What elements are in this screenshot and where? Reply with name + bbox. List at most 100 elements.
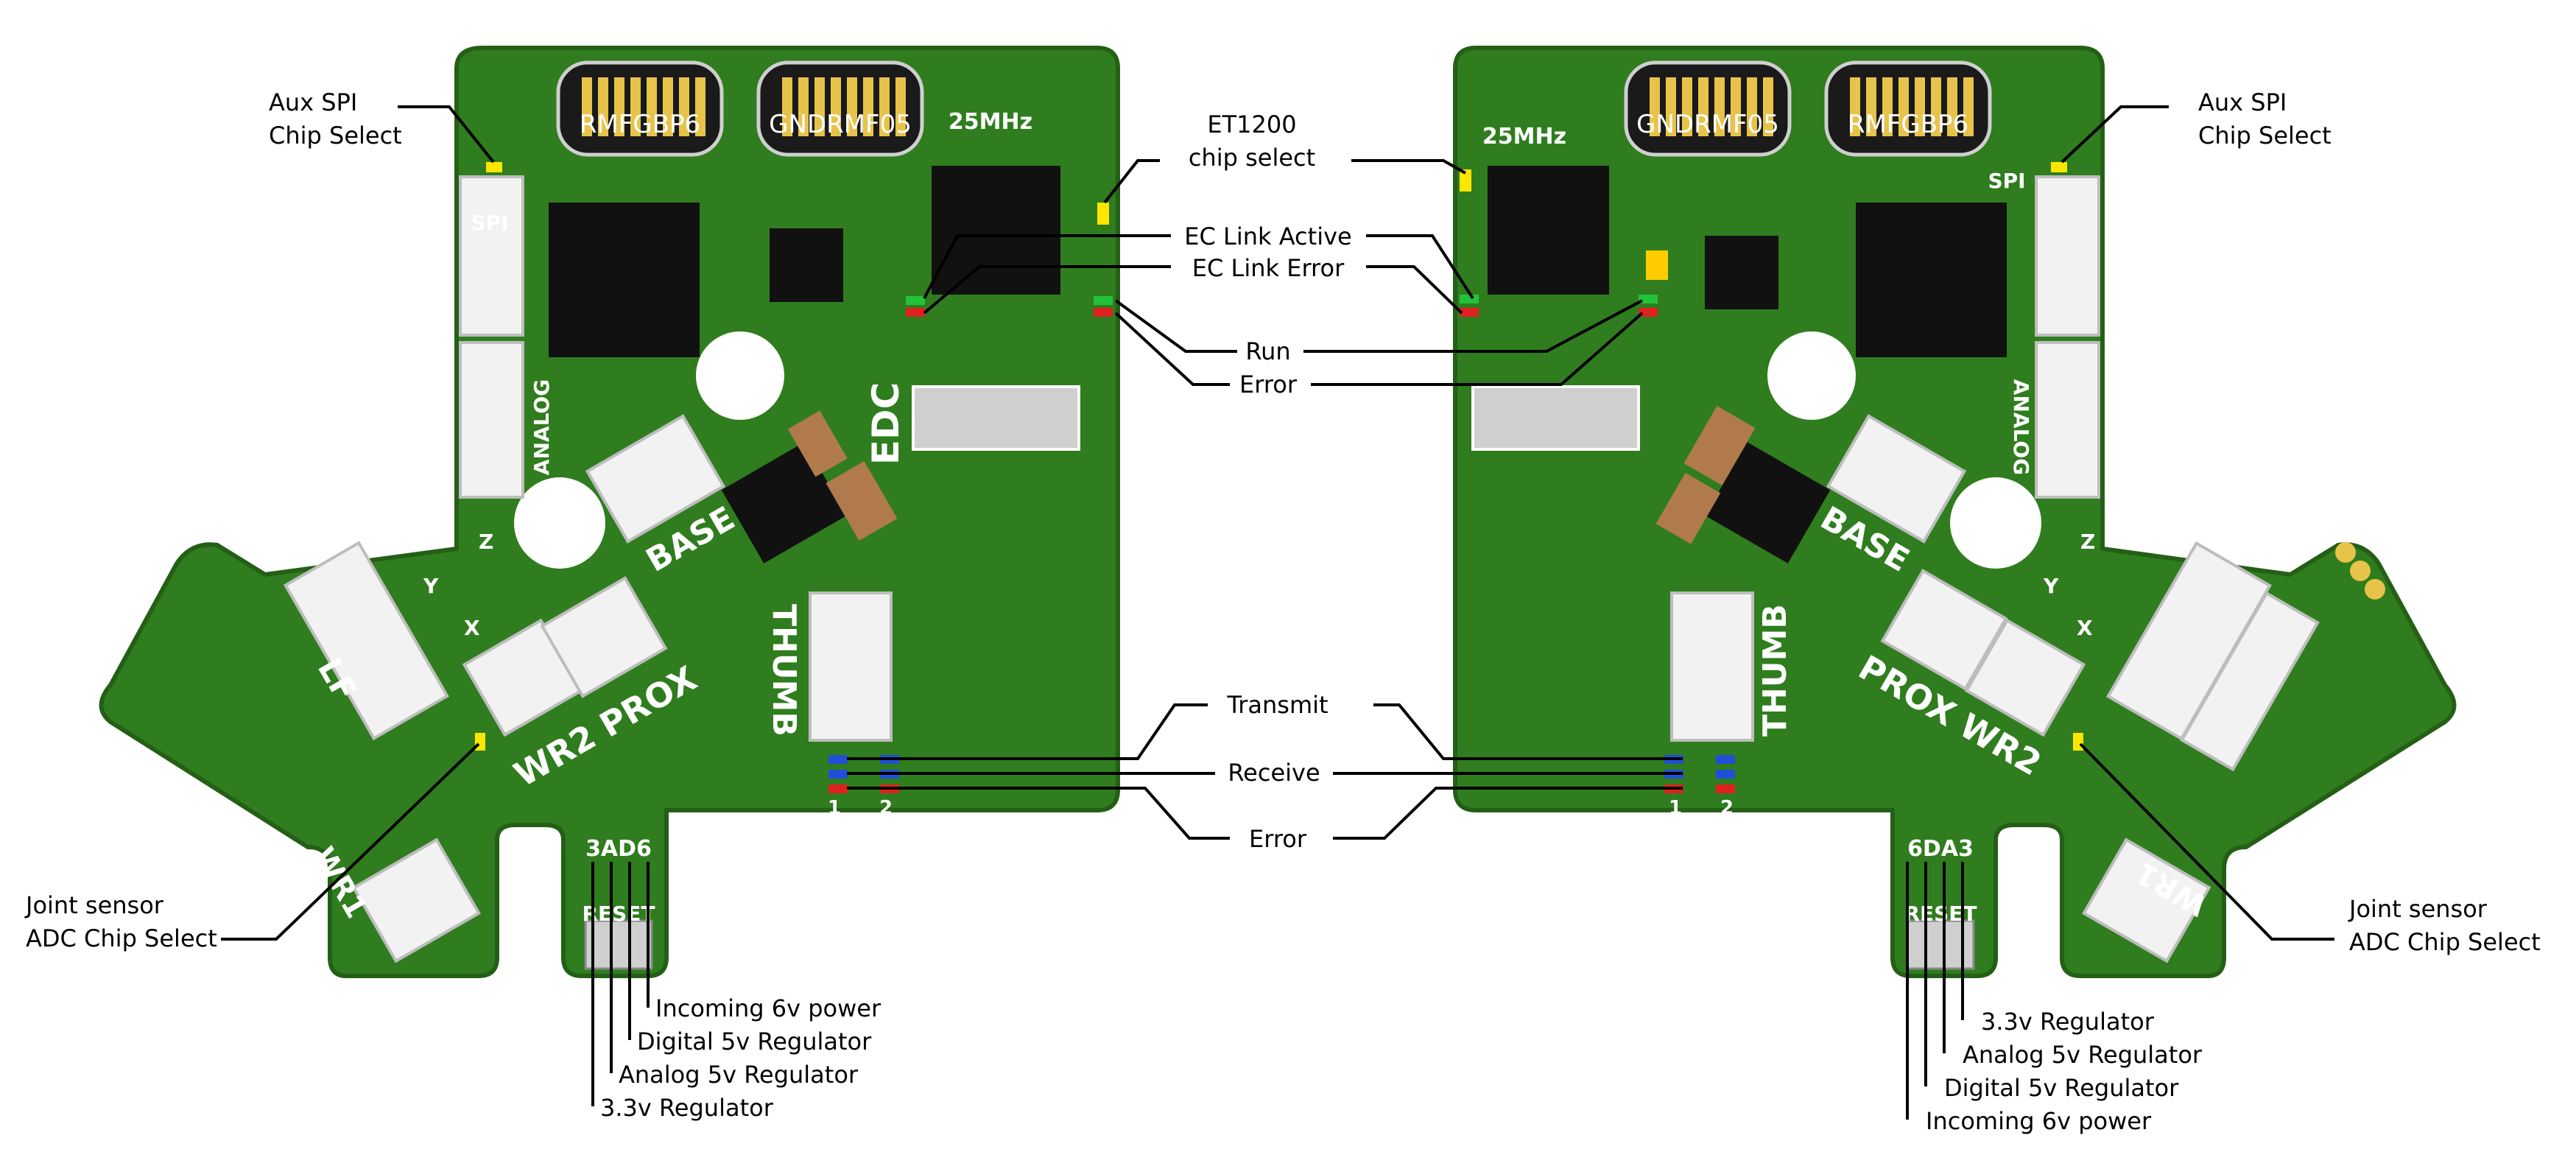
right-silk-reset: RESET <box>1904 902 1977 926</box>
right-axis-z: Z <box>2080 530 2095 554</box>
base-connector <box>585 414 726 544</box>
label-et1200-1: ET1200 <box>1207 110 1296 138</box>
label-run: Run <box>1245 337 1290 365</box>
lf-connector-2 <box>2180 591 2320 772</box>
callout-lines <box>221 105 2334 1120</box>
label-d5v-right: Digital 5v Regulator <box>1944 1074 2179 1102</box>
label-aux-spi-left-2: Chip Select <box>269 122 402 150</box>
led-error <box>1094 308 1113 317</box>
led-receive-2 <box>1716 770 1735 779</box>
thumb-connector <box>1670 591 1754 742</box>
line-error-top <box>1114 312 1230 386</box>
led-joint <box>2073 733 2083 751</box>
reset-button <box>584 919 653 970</box>
right-board: GNDRMF05 RMFGBP6 SPI ANALOG BASE THUMB P… <box>1453 46 2457 978</box>
wr1-connector <box>2081 837 2211 963</box>
line-run <box>1114 299 1237 353</box>
capacitor <box>826 461 898 541</box>
left-silk-thumb: THUMB <box>765 604 803 737</box>
led-run <box>1094 296 1113 305</box>
line-joint-right <box>2079 742 2334 941</box>
analog-connector <box>2035 341 2100 499</box>
capacitor <box>1655 472 1721 544</box>
label-6v-right: Incoming 6v power <box>1926 1107 2152 1135</box>
led-ec-active <box>1460 295 1479 303</box>
prox-connector <box>540 576 668 698</box>
mounting-hole <box>514 477 605 569</box>
label-joint-left-1: Joint sensor <box>24 891 164 919</box>
led-error <box>1639 308 1658 317</box>
right-silk-header: 6DA3 <box>1907 836 1974 862</box>
microcontroller-chip <box>549 203 700 357</box>
label-a5v-right: Analog 5v Regulator <box>1963 1041 2203 1069</box>
label-ec-active: EC Link Active <box>1184 222 1351 250</box>
line-ec-error <box>923 265 1171 315</box>
line-aux-spi-left <box>398 105 495 164</box>
left-silk-freq: 25MHz <box>949 109 1032 135</box>
led-ec-active <box>906 296 925 305</box>
mounting-hole <box>696 331 784 420</box>
gold-pad <box>2350 561 2371 581</box>
left-silk-analog: ANALOG <box>529 379 554 475</box>
line-transmit-right <box>1373 703 1683 760</box>
line-ec-error-right <box>1366 265 1463 315</box>
right-silk-spi: SPI <box>1988 169 2025 193</box>
line-et1200 <box>1103 159 1160 204</box>
ethercat-chip <box>932 166 1060 295</box>
led-error-2 <box>1716 784 1735 793</box>
capacitor <box>1683 406 1756 485</box>
mounting-hole <box>1950 477 2041 569</box>
led-et1200 <box>1460 169 1471 192</box>
left-fpc1-label: RMFGBP6 <box>580 110 700 139</box>
thumb-connector <box>809 591 893 742</box>
board-connector <box>1471 385 1640 451</box>
gold-pad <box>2365 579 2385 600</box>
left-silk-header: 3AD6 <box>585 836 652 862</box>
left-num-2: 2 <box>879 797 893 819</box>
line-joint-left <box>221 742 480 941</box>
label-joint-right-2: ADC Chip Select <box>2349 928 2541 956</box>
line-ec-active-right <box>1366 234 1474 300</box>
left-board: RMFGBP6 GNDRMF05 SPI ANALOG BASE THUMB E… <box>99 46 1120 978</box>
label-ec-error: EC Link Error <box>1192 254 1345 282</box>
right-silk-analog: ANALOG <box>2009 379 2033 475</box>
led-run <box>1639 295 1658 303</box>
label-a5v-left: Analog 5v Regulator <box>619 1061 859 1089</box>
left-axis-y: Y <box>423 574 439 598</box>
line-error-bottom <box>847 787 1230 840</box>
line-error-bottom-right <box>1333 787 1683 840</box>
right-silk-freq: 25MHz <box>1482 124 1566 150</box>
right-fpc2-label: RMFGBP6 <box>1848 110 1968 139</box>
label-et1200-2: chip select <box>1189 144 1315 172</box>
wr2-connector <box>1964 618 2086 737</box>
spi-connector <box>459 175 524 337</box>
led-error-1 <box>828 784 848 793</box>
small-chip <box>770 228 843 302</box>
ethercat-chip <box>1488 166 1609 295</box>
fpc-pins <box>582 77 906 136</box>
line-et1200-right <box>1351 159 1466 175</box>
label-aux-spi-right-2: Chip Select <box>2198 122 2332 150</box>
wr1-connector <box>351 837 482 963</box>
label-aux-spi-left-1: Aux SPI <box>269 88 357 116</box>
right-num-2: 2 <box>1720 797 1734 819</box>
left-silk-edc: EDC <box>865 382 907 465</box>
left-num-1: 1 <box>828 797 841 819</box>
right-axis-y: Y <box>2043 574 2059 598</box>
led-transmit-2 <box>1716 755 1735 764</box>
label-aux-spi-right-1: Aux SPI <box>2198 88 2287 116</box>
label-d5v-left: Digital 5v Regulator <box>637 1028 872 1056</box>
led-aux-spi <box>486 162 502 172</box>
label-transmit: Transmit <box>1226 691 1328 719</box>
board-connector <box>912 385 1080 451</box>
capacitor <box>1646 250 1668 280</box>
line-run-right <box>1303 299 1643 353</box>
left-axis-z: Z <box>479 530 493 554</box>
line-error-top-right <box>1311 312 1644 386</box>
right-fpc1-label: GNDRMF05 <box>1636 110 1779 139</box>
callout-labels: Aux SPI Chip Select ET1200 chip select E… <box>24 88 2541 1135</box>
right-silk-thumb: THUMB <box>1756 604 1794 737</box>
label-joint-right-1: Joint sensor <box>2348 895 2488 923</box>
right-axis-x: X <box>2077 616 2093 640</box>
